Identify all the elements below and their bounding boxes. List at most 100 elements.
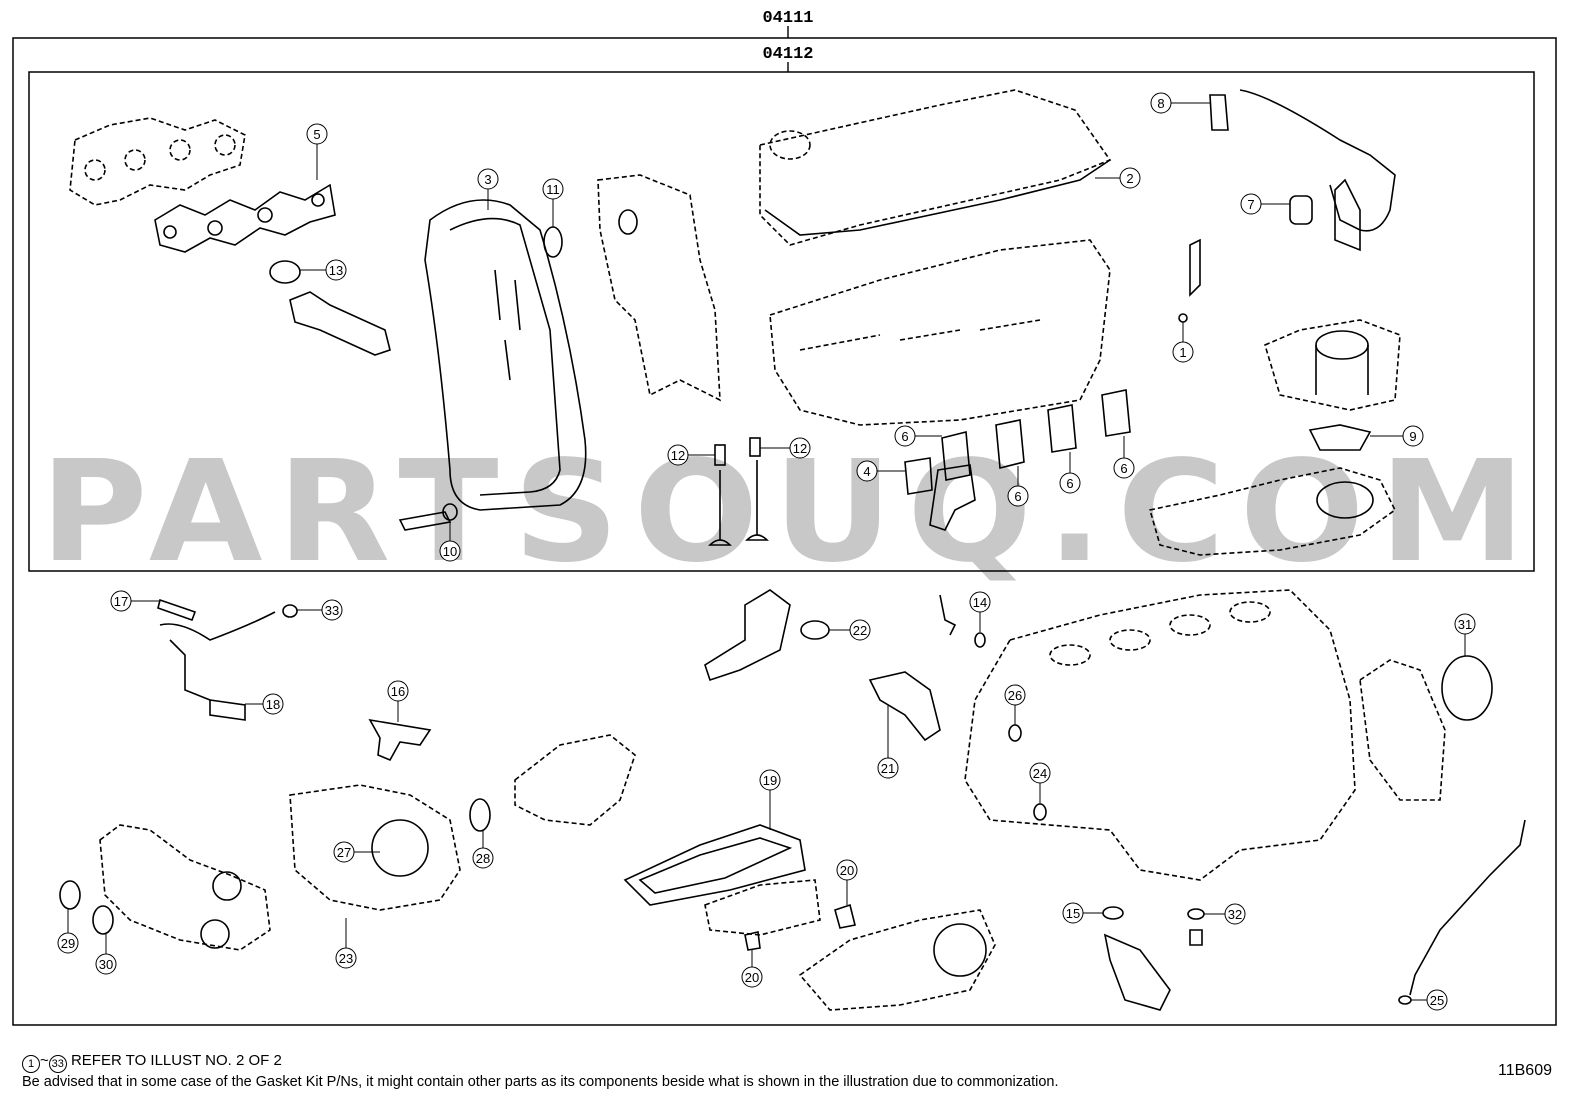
o-ring-28 [469, 798, 491, 832]
svg-text:8: 8 [1157, 96, 1164, 111]
callout-31[interactable]: 31 [1454, 613, 1476, 656]
o-ring-26 [1008, 724, 1022, 742]
svg-text:29: 29 [61, 936, 75, 951]
svg-text:18: 18 [266, 697, 280, 712]
egr-cooler-pipe-drawing [157, 598, 298, 721]
callout-22[interactable]: 22 [829, 619, 871, 641]
callout-33[interactable]: 33 [297, 599, 343, 621]
svg-text:30: 30 [99, 957, 113, 972]
callout-24[interactable]: 24 [1029, 762, 1051, 804]
callout-25[interactable]: 25 [1411, 989, 1448, 1011]
injector-seal-drawing [1189, 238, 1201, 297]
svg-text:17: 17 [114, 594, 128, 609]
svg-text:19: 19 [763, 773, 777, 788]
callout-5[interactable]: 5 [306, 123, 328, 180]
svg-text:3: 3 [484, 172, 491, 187]
svg-text:13: 13 [329, 263, 343, 278]
callout-26[interactable]: 26 [1004, 684, 1026, 725]
svg-text:22: 22 [853, 623, 867, 638]
callout-3[interactable]: 3 [477, 168, 499, 210]
svg-text:32: 32 [1228, 907, 1242, 922]
callout-13[interactable]: 13 [300, 259, 347, 281]
watermark: PARTSOUQ.COM [40, 431, 1540, 594]
water-outlet-drawing [704, 589, 791, 682]
gasket-16 [368, 718, 432, 762]
svg-text:1: 1 [1179, 345, 1186, 360]
callout-30[interactable]: 30 [95, 934, 117, 975]
refer-illustration-note: 1~33 REFER TO ILLUST NO. 2 OF 2 [22, 1052, 282, 1073]
range-end-marker: 33 [48, 1055, 67, 1073]
gasket-22 [800, 620, 830, 640]
callout-2[interactable]: 2 [1095, 167, 1141, 189]
gasket-20a [834, 903, 856, 929]
callout-6c[interactable]: 6 [1059, 452, 1081, 494]
callout-32[interactable]: 32 [1204, 903, 1246, 925]
svg-text:25: 25 [1430, 993, 1444, 1008]
svg-text:6: 6 [1066, 476, 1073, 491]
svg-text:7: 7 [1247, 197, 1254, 212]
callout-19[interactable]: 19 [759, 769, 781, 830]
front-plate-drawing [99, 824, 271, 951]
callout-8[interactable]: 8 [1150, 92, 1210, 114]
exhaust-manifold-drawing [69, 117, 246, 206]
callout-20a[interactable]: 20 [836, 859, 858, 905]
svg-text:28: 28 [476, 851, 490, 866]
cylinder-block-drawing [964, 589, 1356, 881]
callout-18[interactable]: 18 [245, 693, 284, 715]
callouts: 1 2 3 4 5 6 6 6 6 7 8 9 10 11 12 12 13 1… [57, 92, 1476, 1011]
ring-gasket-13 [269, 260, 301, 284]
callout-6a[interactable]: 6 [894, 425, 942, 447]
valves-drawing [708, 437, 769, 546]
oil-cooler-drawing [704, 879, 821, 936]
drain-plug-drawing [1189, 929, 1203, 946]
callout-6b[interactable]: 6 [1007, 466, 1029, 507]
kit-code-outer[interactable]: 04111 [762, 9, 813, 28]
water-pump-drawing [798, 909, 996, 1011]
callout-17[interactable]: 17 [110, 590, 160, 612]
callout-7[interactable]: 7 [1240, 193, 1290, 215]
kit-04111-frame [12, 37, 1557, 1026]
callout-28[interactable]: 28 [472, 831, 494, 869]
injection-pump-drawing [514, 734, 636, 826]
callout-15[interactable]: 15 [1062, 902, 1103, 924]
range-start-marker: 1 [22, 1055, 40, 1073]
callout-23[interactable]: 23 [335, 918, 357, 969]
egr-pipe-drawing [1209, 89, 1396, 252]
oil-level-gauge-drawing [1409, 819, 1526, 996]
callout-11[interactable]: 11 [542, 178, 564, 227]
callout-20b[interactable]: 20 [741, 950, 763, 988]
gasket-20b [744, 931, 761, 951]
illustration-code: 11B609 [1498, 1062, 1552, 1079]
callout-1[interactable]: 1 [1172, 322, 1194, 363]
callout-21[interactable]: 21 [877, 705, 899, 779]
callout-16[interactable]: 16 [387, 680, 409, 722]
kit-code-inner[interactable]: 04112 [762, 45, 813, 64]
oil-seal-29 [59, 880, 81, 910]
thermostat-housing-drawing [929, 464, 976, 531]
gasket-kit-disclaimer: Be advised that in some case of the Gask… [22, 1074, 1059, 1090]
timing-gear-case-drawing [289, 784, 461, 911]
callout-10[interactable]: 10 [439, 520, 461, 562]
callout-29[interactable]: 29 [57, 909, 79, 954]
svg-text:12: 12 [671, 448, 685, 463]
svg-text:24: 24 [1033, 766, 1047, 781]
callout-14[interactable]: 14 [969, 591, 991, 632]
valve-cover-drawing [759, 89, 1112, 246]
callout-4[interactable]: 4 [856, 460, 905, 482]
callout-12a[interactable]: 12 [667, 444, 715, 466]
svg-text:23: 23 [339, 951, 353, 966]
callout-27[interactable]: 27 [333, 841, 380, 863]
timing-plate-drawing [597, 174, 721, 402]
callout-12b[interactable]: 12 [760, 437, 811, 459]
svg-text:2: 2 [1126, 171, 1133, 186]
callout-6d[interactable]: 6 [1113, 436, 1135, 479]
svg-text:6: 6 [1120, 461, 1127, 476]
washer-32 [1187, 908, 1205, 920]
svg-text:5: 5 [313, 127, 320, 142]
svg-text:11: 11 [546, 182, 560, 197]
rear-plate-drawing [1359, 659, 1446, 801]
svg-text:6: 6 [901, 429, 908, 444]
callout-9[interactable]: 9 [1370, 425, 1424, 447]
manifold-gasket-drawing [154, 183, 336, 253]
svg-text:26: 26 [1008, 688, 1022, 703]
